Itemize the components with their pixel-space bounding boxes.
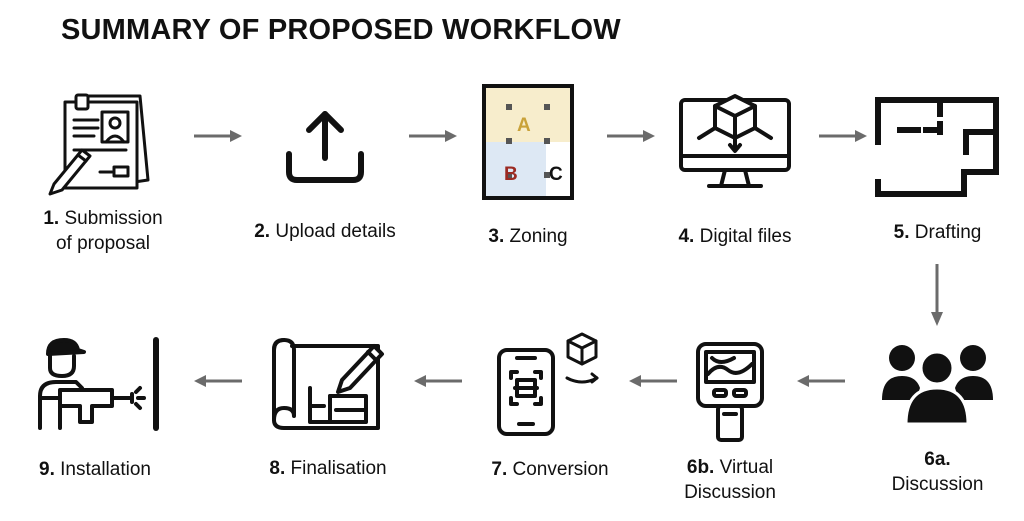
- scanner-device-icon: [696, 342, 764, 442]
- arrow-2-to-3: [409, 130, 457, 142]
- worker-drill-icon: [38, 337, 159, 431]
- arrow-1-to-2: [194, 130, 242, 142]
- zone-c-label: C: [549, 164, 563, 185]
- zone-a-label: A: [517, 115, 531, 136]
- phone-3d-icon: [497, 332, 599, 436]
- arrow-6a-to-6b: [797, 375, 845, 387]
- step-2-label: 2. Upload details: [254, 221, 396, 242]
- arrow-6b-to-7: [629, 375, 677, 387]
- step-6b-label: 6b. Virtual Discussion: [684, 457, 776, 503]
- zoning-map-icon: [482, 84, 574, 200]
- blueprint-pencil-icon: [272, 338, 384, 430]
- step-9-label: 9. Installation: [39, 459, 151, 480]
- arrow-7-to-8: [414, 375, 462, 387]
- step-5-label: 5. Drafting: [893, 222, 982, 243]
- arrow-4-to-5: [819, 130, 867, 142]
- step-4-label: 4. Digital files: [678, 226, 792, 247]
- page-title: SUMMARY OF PROPOSED WORKFLOW: [61, 14, 621, 46]
- step-3-label: 3. Zoning: [488, 226, 568, 247]
- arrow-5-to-6a: [931, 264, 943, 326]
- arrow-8-to-9: [194, 375, 242, 387]
- step-6a-label: 6a. Discussion: [891, 449, 984, 495]
- group-icon: [882, 345, 993, 425]
- step-8-label: 8. Finalisation: [269, 458, 387, 479]
- step-1-label: 1. Submission of proposal: [43, 208, 163, 254]
- floor-plan-icon: [875, 97, 999, 197]
- arrow-3-to-4: [607, 130, 655, 142]
- zone-b-label: B: [504, 164, 518, 185]
- monitor-3d-icon: [679, 94, 791, 188]
- upload-icon: [286, 111, 364, 183]
- step-7-label: 7. Conversion: [491, 459, 609, 480]
- document-pencil-icon: [48, 93, 150, 196]
